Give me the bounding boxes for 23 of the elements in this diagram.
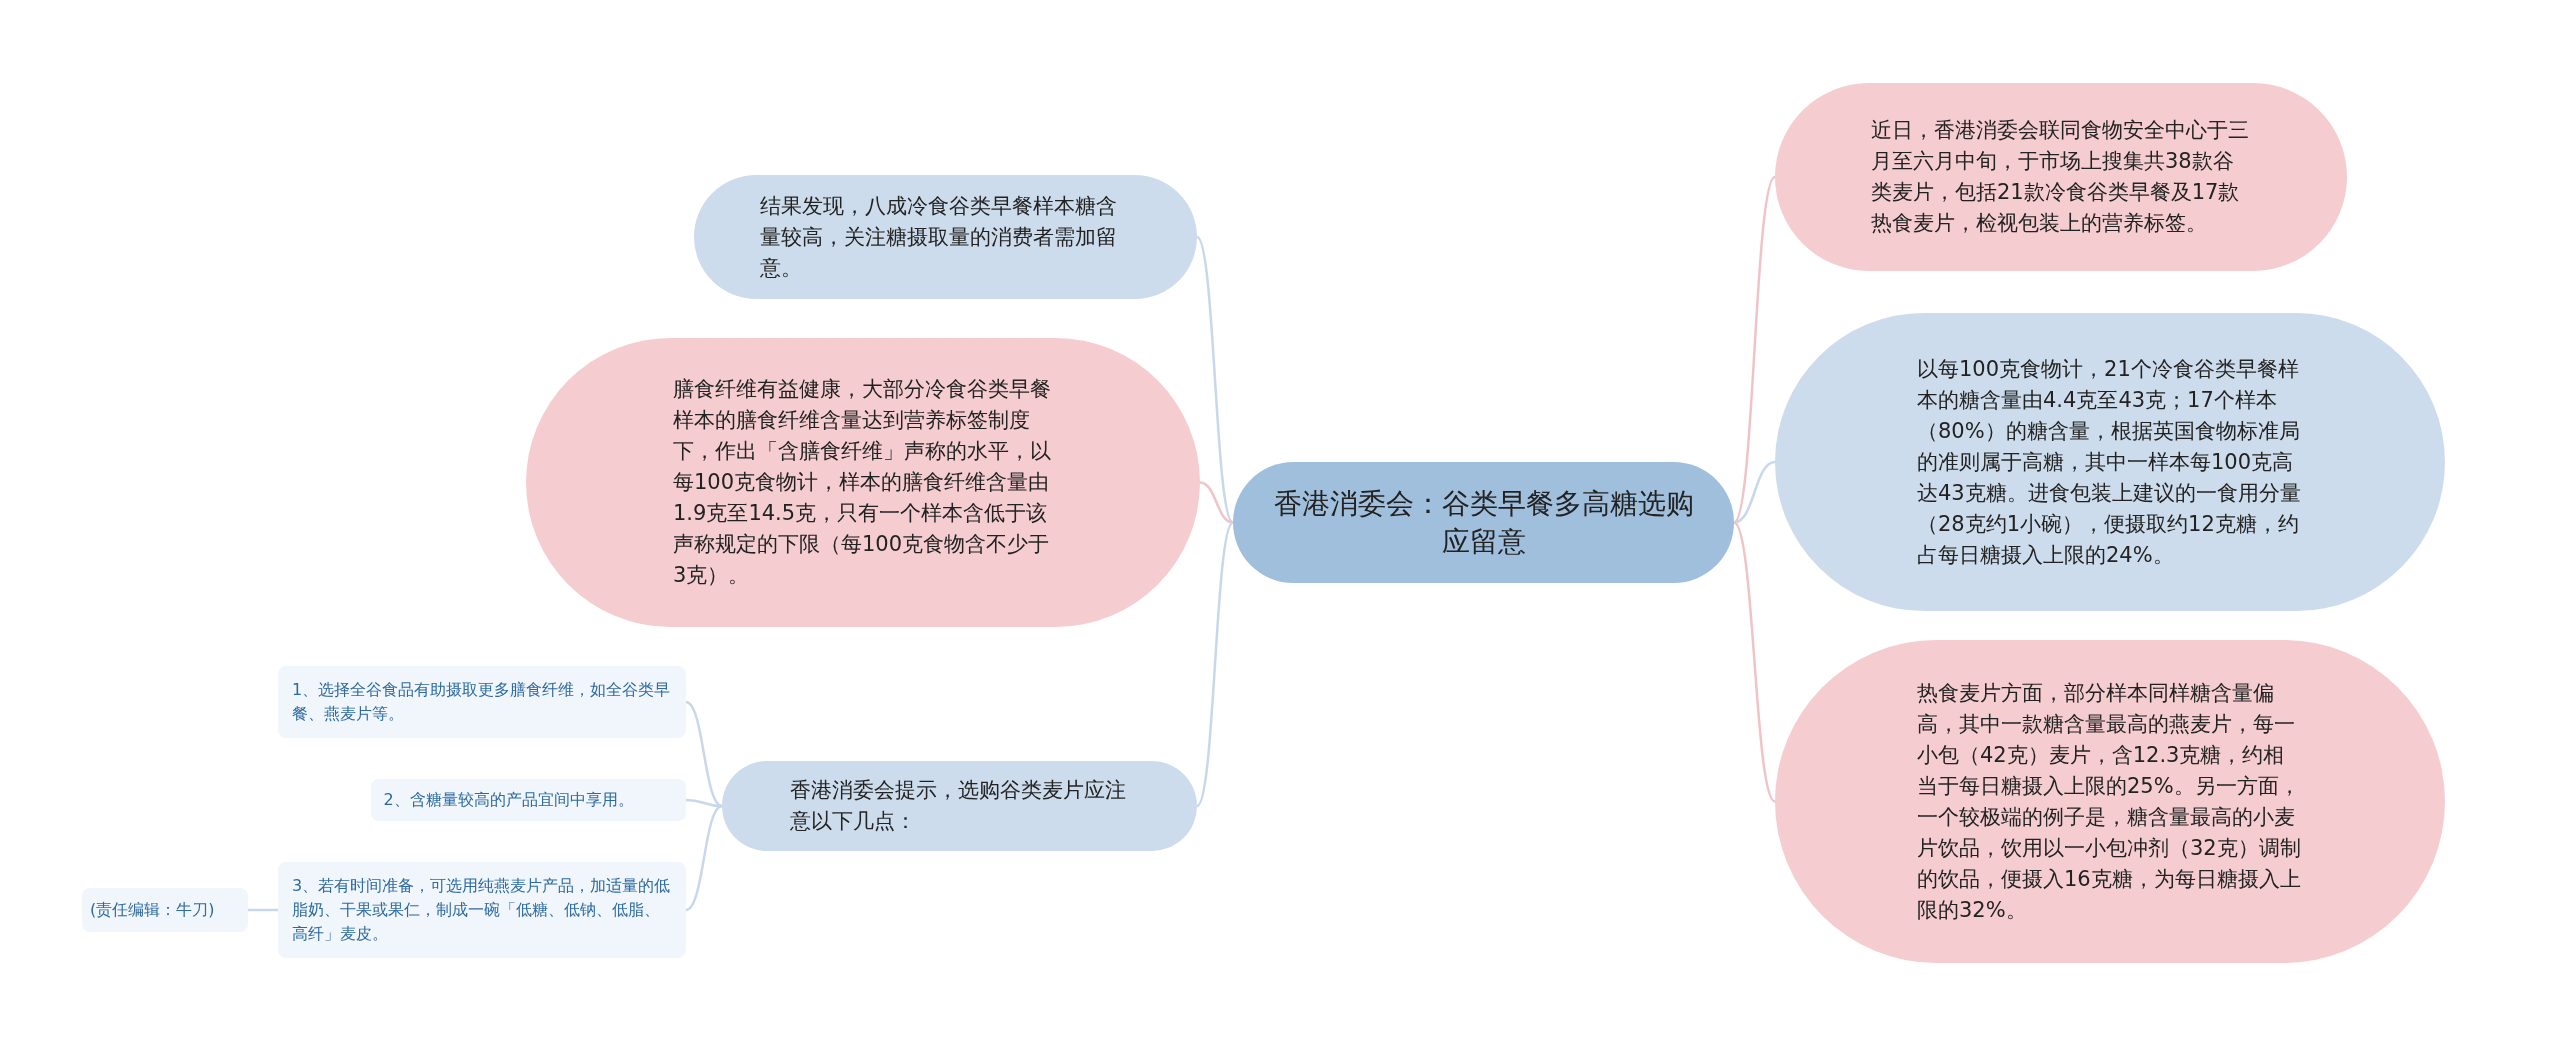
- connector-line: [1733, 460, 1776, 524]
- topic-text: 热食麦片方面，部分样本同样糖含量偏高，其中一款糖含量最高的燕麦片，每一小包（42克）麦片，含12.3克糖，约相当于每日糖摄入上限的25%。另一方面，一个较极端的例子是，糖含量最高的小麦片饮品，饮用以一小包冲剂（32克）调制的饮品，便摄入16克糖，为每日糖摄入上限的32%。: [1917, 679, 2302, 924]
- topic-text: 膳食纤维有益健康，大部分冷食谷类早餐样本的膳食纤维含量达到营养标签制度下，作出「含膳食纤维」声称的水平，以每100克食物计，样本的膳食纤维含量由1.9克至14.5克，只有一个样本含低于该声称规定的下限（每100克食物含不少于3克）。: [673, 376, 1052, 589]
- topic-text: 近日，香港消委会联同食物安全中心于三月至六月中旬，于市场上搜集共38款谷类麦片，包括21款冷食谷类早餐及17款热食麦片，检视包装上的营养标签。: [1871, 117, 2250, 237]
- topic-text: 以每100克食物计，21个冷食谷类早餐样本的糖含量由4.4克至43克；17个样本（80%）的糖含量，根据英国食物标准局的准则属于高糖，其中一样本每100克高达43克糖。进食包装上建议的一食用分量（28克约1小碗），便摄取约12克糖，约占每日糖摄入上限的24%。: [1917, 355, 2302, 569]
- connector-line: [685, 804, 723, 912]
- connector-line: [1733, 521, 1776, 803]
- subtopic-card: [278, 862, 686, 958]
- subtopic-card: [82, 888, 248, 932]
- topic-text: 香港消委会：谷类早餐多高糖选购应留意: [1273, 485, 1694, 560]
- connector-line: [1196, 521, 1234, 807]
- connector-line: [685, 700, 723, 808]
- connector-line: [1199, 481, 1234, 524]
- connector-line: [1196, 236, 1234, 524]
- connector-line: [248, 908, 278, 912]
- topic-text: 香港消委会提示，选购谷类麦片应注意以下几点：: [789, 777, 1127, 835]
- subtopic-card: [278, 666, 686, 738]
- topic-text: 2、含糖量较高的产品宜间中享用。: [383, 789, 635, 811]
- topic-text: 1、选择全谷食品有助摄取更多膳食纤维，如全谷类早餐、燕麦片等。: [292, 679, 672, 725]
- topic-text: (责任编辑：牛刀): [90, 899, 216, 921]
- topic-text: 3、若有时间准备，可选用纯燕麦片产品，加适量的低脂奶、干果或果仁，制成一碗「低糖、低钠、低脂、高纤」麦皮。: [292, 875, 672, 945]
- topic-text: 结果发现，八成冷食谷类早餐样本糖含量较高，关注糖摄取量的消费者需加留意。: [759, 192, 1118, 282]
- subtopic-card: [371, 779, 686, 821]
